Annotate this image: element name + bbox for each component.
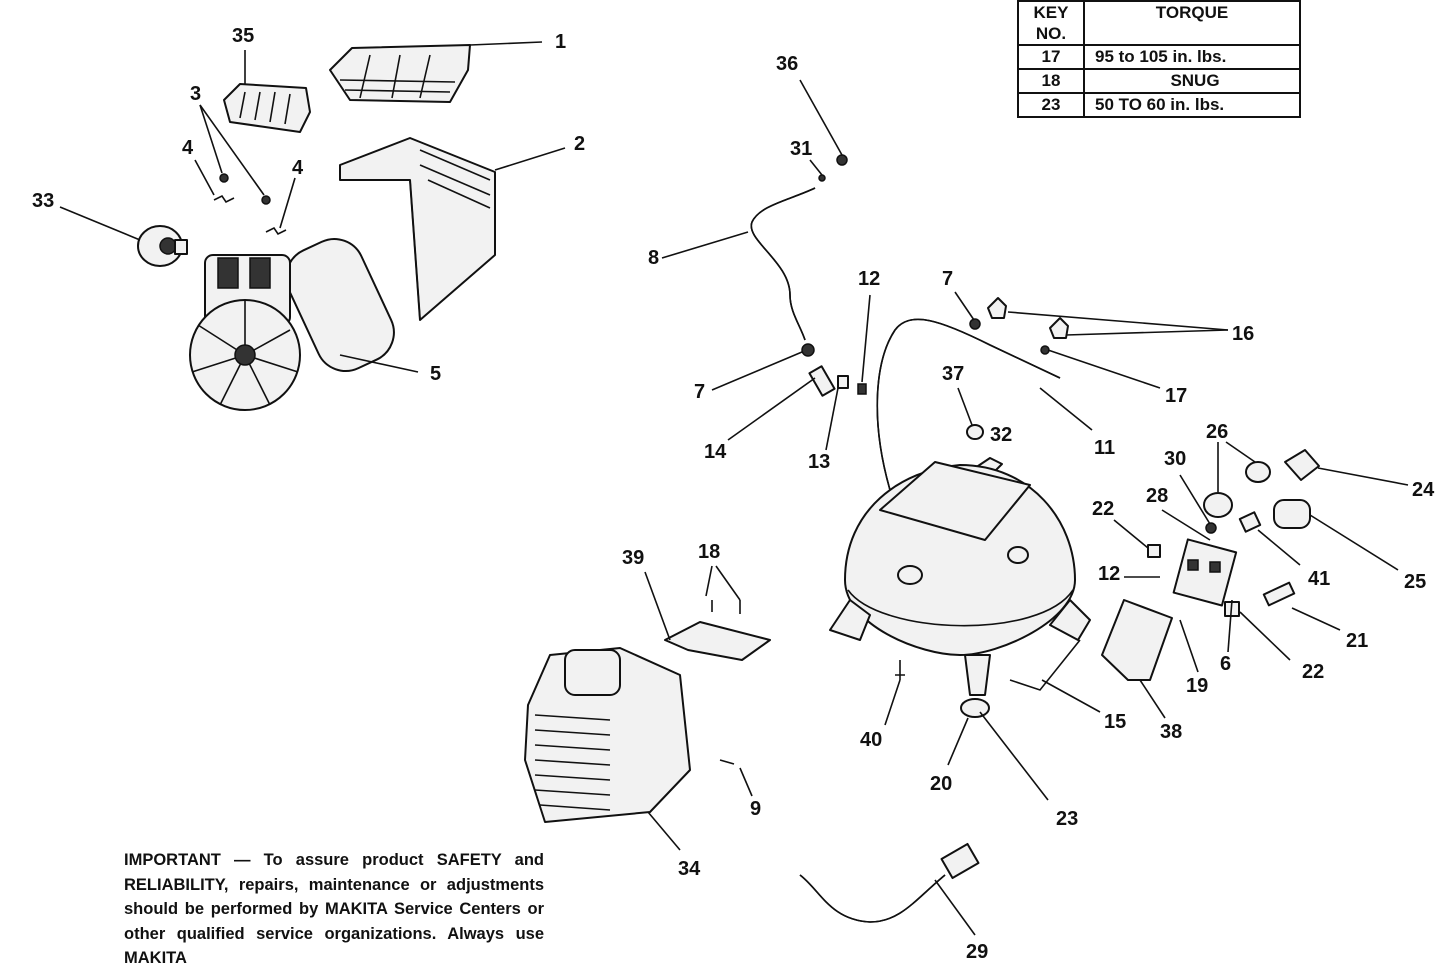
table-row: 17 95 to 105 in. lbs. [1017,44,1301,70]
callout-29: 29 [966,941,988,963]
callout-17: 17 [1165,385,1187,407]
parts-3-4-fasteners [213,173,287,236]
part-9-screw [719,759,735,765]
row-key: 23 [1017,92,1085,118]
callout-4: 4 [292,157,304,179]
part-38-cover [1101,599,1173,681]
part-35-grille [223,83,311,133]
callout-20: 20 [930,773,952,795]
callout-41: 41 [1308,568,1330,590]
callout-12: 12 [858,268,880,290]
part-7-fitting [801,343,815,357]
callout-5: 5 [430,363,441,385]
callout-3: 3 [190,83,201,105]
table-row: 18 SNUG [1017,68,1301,94]
part-14-fitting [808,365,836,397]
pressure-switch-assembly [1147,449,1320,617]
callout-7: 7 [694,381,705,403]
callout-37: 37 [942,363,964,385]
callout-23: 23 [1056,808,1078,830]
callout-32: 32 [990,424,1012,446]
part-39-bracket [664,621,771,661]
part-33-fan-hub [137,225,188,267]
callout-21: 21 [1346,630,1368,652]
callout-1: 1 [555,31,566,53]
torque-table: KEY NO. TORQUE 17 95 to 105 in. lbs. 18 … [1017,0,1301,118]
part-5-motor-pump [189,238,395,411]
row-key: 17 [1017,44,1085,70]
row-torque: 50 TO 60 in. lbs. [1083,92,1301,118]
part-34-belt-cover [524,647,691,823]
part-16-grommet [987,297,1007,319]
header-key-no: KEY NO. [1017,0,1085,46]
callout-31: 31 [790,138,812,160]
callout-22: 22 [1092,498,1114,520]
callout-8: 8 [648,247,659,269]
callout-25: 25 [1404,571,1426,593]
callout-16: 16 [1232,323,1254,345]
row-torque: 95 to 105 in. lbs. [1083,44,1301,70]
header-key-line1: KEY [1033,3,1069,22]
callout-22: 22 [1302,661,1324,683]
callout-12: 12 [1098,563,1120,585]
callout-9: 9 [750,798,761,820]
table-row: 23 50 TO 60 in. lbs. [1017,92,1301,118]
header-key-line2: NO. [1035,24,1067,43]
part-31-screw [818,174,826,182]
callout-39: 39 [622,547,644,569]
callout-40: 40 [860,729,882,751]
part-2-shroud [339,137,496,321]
part-8-tube [750,187,816,341]
part-12-plug [857,383,867,395]
callout-4: 4 [182,137,194,159]
part-37-washer [966,424,984,440]
callout-34: 34 [678,858,701,880]
callout-6: 6 [1220,653,1231,675]
callout-35: 35 [232,25,254,47]
part-15-key [1009,639,1081,691]
callout-18: 18 [698,541,720,563]
leader-lines [59,41,1409,936]
callout-24: 24 [1412,479,1435,501]
callouts: 1 35 3 4 4 2 33 5 36 31 8 7 14 13 12 7 1… [32,25,1435,963]
tank [829,461,1091,718]
callout-19: 19 [1186,675,1208,697]
callout-15: 15 [1104,711,1126,733]
important-note: IMPORTANT — To assure product SAFETY and… [124,851,544,967]
row-torque: SNUG [1083,68,1301,94]
row-key: 18 [1017,68,1085,94]
torque-table-header: KEY NO. TORQUE [1017,0,1301,46]
callout-26: 26 [1206,421,1228,443]
part-40-drain-valve [895,660,905,680]
callout-33: 33 [32,190,54,212]
callout-28: 28 [1146,485,1168,507]
callout-2: 2 [574,133,585,155]
part-13-fitting [837,375,849,389]
header-torque: TORQUE [1083,0,1301,46]
callout-13: 13 [808,451,830,473]
part-36-nut [836,154,848,166]
callout-30: 30 [1164,448,1186,470]
part-1-top-shroud [329,44,471,103]
callout-38: 38 [1160,721,1182,743]
callout-14: 14 [704,441,727,463]
callout-7: 7 [942,268,953,290]
callout-11: 11 [1094,437,1115,459]
callout-36: 36 [776,53,798,75]
